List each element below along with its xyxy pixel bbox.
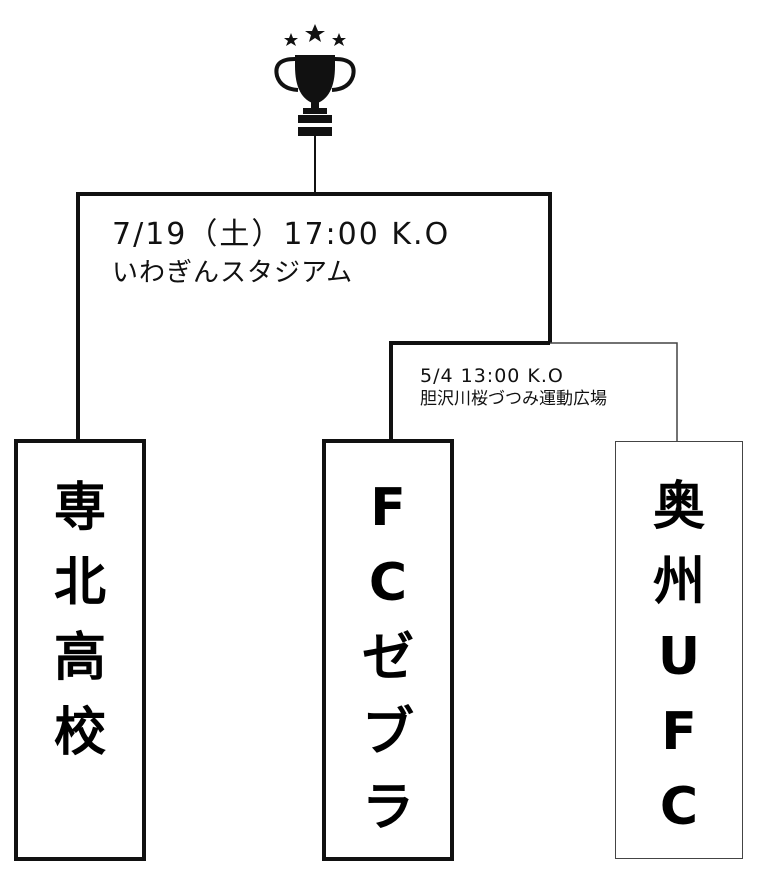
team-name-char: 高	[53, 628, 106, 688]
team-name-char: 北	[53, 553, 106, 613]
star-icon	[305, 24, 325, 42]
final-datetime: 7/19（土）17:00 K.O	[112, 217, 451, 252]
semifinal-venue: 胆沢川桜づつみ運動広場	[420, 389, 607, 409]
team-name-char: ラ	[361, 778, 414, 838]
final-match-info: 7/19（土）17:00 K.O いわぎんスタジアム	[112, 214, 450, 290]
star-icon	[284, 33, 298, 46]
team-box-2: F C ゼ ブ ラ	[322, 439, 454, 861]
final-venue: いわぎんスタジアム	[112, 258, 354, 288]
team-name-char: 専	[53, 478, 106, 538]
team-name-char: 州	[652, 552, 705, 612]
team-name-char: C	[368, 553, 408, 613]
trophy-icon	[274, 24, 356, 136]
final-bracket	[76, 192, 552, 441]
star-icon	[332, 33, 346, 46]
team-name: F C ゼ ブ ラ	[326, 471, 450, 846]
team-name-char: U	[657, 627, 701, 687]
team-name-char: F	[370, 478, 406, 538]
team-name-char: ゼ	[361, 628, 414, 688]
semifinal-bracket-left	[389, 341, 550, 441]
team-box-1: 専 北 高 校	[14, 439, 146, 861]
team-name-char: 校	[53, 703, 106, 763]
semifinal-match-info: 5/4 13:00 K.O 胆沢川桜づつみ運動広場	[420, 364, 607, 410]
team-name: 専 北 高 校	[18, 471, 142, 771]
team-name-char: C	[659, 777, 699, 837]
team-name-char: ブ	[361, 703, 414, 763]
team-name-char: F	[661, 702, 697, 762]
team-name: 奥 州 U F C	[616, 470, 742, 845]
semifinal-bracket-right	[550, 342, 678, 441]
team-name-char: 奥	[652, 477, 705, 537]
team-box-3: 奥 州 U F C	[615, 441, 743, 859]
semifinal-datetime: 5/4 13:00 K.O	[420, 365, 564, 387]
